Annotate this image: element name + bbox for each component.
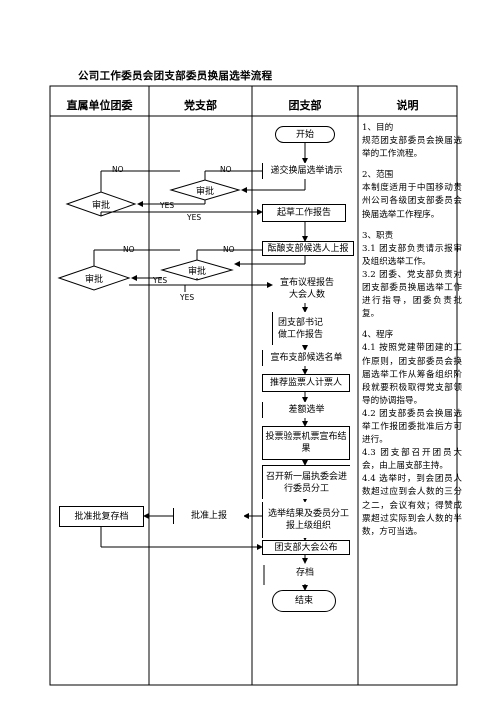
approve-diamond-2 [65,191,137,217]
no-label-4: NO [223,245,235,254]
notes-line: 1、目的 [362,123,394,133]
header-league-branch: 团支部 [288,99,322,112]
announce-candidates-node: 宣布支部候选名单 [262,350,350,366]
header-league-committee: 直属单位团委 [66,99,133,112]
approve-label-3: 审批 [187,267,206,277]
approve-label-4: 审批 [84,275,103,285]
no-label-1: NO [112,165,124,174]
yes-label-4: YES [180,293,195,302]
notes-line: 4、程序 [362,330,394,341]
approve-diamond-4 [57,265,131,291]
approve-diamond-1 [169,179,241,201]
notes-line: 4.1 按照党建带团建的工作原则，团支部委员会换届选举工作从筹备组织阶段就要积极… [362,343,462,406]
notes-line: 3.2 团委、党支部负责对团支部委员换届选举工作进行指导，团委负责批复。 [362,269,462,320]
report-results-node: 选举结果及委员分工报上级组织 [262,502,354,538]
notes-line: 4.3 团支部召开团员大会，由上届支部主持。 [362,448,462,472]
announce-procedure-node: 宣布议程报告大会人数 [280,278,335,300]
counting-node: 投票验票机票宣布结果 [262,426,350,460]
approve-label-1: 审批 [195,187,214,197]
notes-line: 规范团支部委员会换届选举的工作流程。 [362,136,462,160]
prepare-candidates-node: 酝酿支部候选人上报 [262,241,354,256]
yes-label-1: YES [160,201,175,210]
start-node: 开始 [275,126,335,143]
yes-label-2: YES [187,213,202,222]
notes-line: 本制度适用于中国移动贵州公司各级团支部委员会换届选举工作程序。 [362,183,462,220]
header-notes: 说明 [396,99,419,112]
submit-request-node: 递交换届选举请示 [262,163,350,179]
election-node: 差额选举 [262,402,350,418]
no-label-2: NO [220,165,232,174]
yes-label-3: YES [153,276,168,285]
page-title: 公司工作委员会团支部委员换届选举流程 [78,70,273,82]
approve-diamond-3 [160,259,234,281]
header-party-branch: 党支部 [184,99,217,112]
notes-line: 4.2 团支部委员会换届选举工作报团委批准后方可进行。 [362,408,462,446]
notes-line: 3、职责 [362,230,394,241]
no-label-3: NO [123,245,135,254]
notes-panel: 1、目的 规范团支部委员会换届选举的工作流程。 2、范围 本制度适用于中国移动贵… [362,122,462,539]
archive-node: 存档 [295,568,314,578]
end-node: 结束 [272,590,336,612]
table-grid [49,85,458,686]
notes-line: 4.4 选举时，到会团员人数超过应到会人数的三分之二，会议有效；得赞成票超过实际… [362,474,462,537]
approve-report-node: 批准上报 [173,508,244,524]
draft-report-node: 起草工作报告 [262,204,346,222]
secretary-report-node: 团支部书记做工作报告 [272,312,328,345]
approve-label-2: 审批 [91,201,110,211]
approve-reply-node: 批准批复存档 [59,506,144,527]
recommend-staff-node: 推荐监票人计票人 [262,374,350,392]
first-meeting-node: 召开新一届执委会进行委员分工 [262,465,350,499]
notes-line: 3.1 团支部负责请示报审及组织选举工作。 [362,243,462,267]
notes-line: 2、范围 [362,170,394,181]
announce-meeting-node: 团支部大会公布 [262,540,350,555]
